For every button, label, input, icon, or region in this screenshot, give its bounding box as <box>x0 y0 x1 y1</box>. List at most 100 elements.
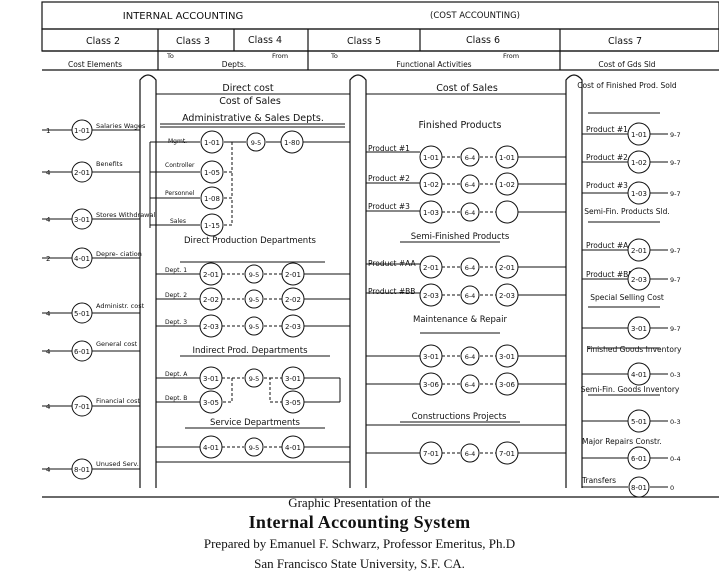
class7-label: Product #3 <box>586 181 628 190</box>
maintenance-rows: 3-01 6-4 3-01 3-06 6-4 3-06 <box>419 344 519 396</box>
cost-node <box>71 340 93 362</box>
class7-node <box>627 267 651 291</box>
product-mid-code: 6-4 <box>465 181 476 189</box>
direct-row-label: Dept. 2 <box>165 292 187 299</box>
service-right-node <box>281 435 305 459</box>
cost-element-name: General cost <box>96 340 138 348</box>
caption-line-1: Graphic Presentation of the <box>288 495 431 510</box>
direct-node <box>199 262 223 286</box>
admin-row-label: Mgmt. <box>168 138 187 145</box>
admin-node-code: 1-15 <box>204 222 220 230</box>
semi-product-label: Product #AA <box>368 259 416 268</box>
connector-lines <box>42 93 668 488</box>
maintenance-mid-code: 6-4 <box>465 353 476 361</box>
cost-element-financial: 4 7-01 Financial cost <box>46 395 140 417</box>
product-node-code: 1-01 <box>423 154 439 162</box>
sub-from-1: From <box>272 52 288 60</box>
indirect-node <box>199 366 223 390</box>
class-4-label: Class 4 <box>248 35 282 46</box>
label-admin-sales: Administrative & Sales Depts. <box>182 113 324 124</box>
cost-element-depreciation: 2 4-01 Depre- ciation <box>46 247 142 269</box>
class7-label: Product #BB <box>586 270 633 279</box>
cost-element-num: 4 <box>46 348 51 356</box>
cost-element-name: Benefits <box>96 160 123 168</box>
class7-transfers: Transfers <box>581 476 616 485</box>
class7-edge-code: 9-7 <box>670 325 681 333</box>
sub-cost-elements: Cost Elements <box>68 60 122 69</box>
product-mid-code: 6-4 <box>465 209 476 217</box>
semi-product-mid-node <box>460 285 480 305</box>
class7-edge-code: 9-7 <box>670 276 681 284</box>
caption-university: San Francisco State University, S.F. CA. <box>254 556 465 571</box>
maintenance-right-node <box>495 372 519 396</box>
construction-node <box>419 441 443 465</box>
product-node-code: 1-02 <box>423 181 439 189</box>
direct-rows: Dept. 1 2-01 9-5 2-01 Dept. 2 2-02 9-5 2… <box>165 262 305 338</box>
cost-element-num: 4 <box>46 169 51 177</box>
admin-node <box>200 160 224 184</box>
direct-node-code: 2-02 <box>203 296 219 304</box>
direct-right-code: 2-02 <box>285 296 301 304</box>
class7-node-code: 2-01 <box>631 247 647 255</box>
class7-edge-code: 0 <box>670 484 674 492</box>
direct-mid-code: 9-5 <box>249 323 260 331</box>
admin-node-code: 1-01 <box>204 139 220 147</box>
class7-node-code: 3-01 <box>631 325 647 333</box>
sub-from-2: From <box>503 52 519 60</box>
cost-element-num: 4 <box>46 216 51 224</box>
cost-node-code: 5-01 <box>74 310 90 318</box>
indirect-node-code: 3-05 <box>203 399 219 407</box>
label-indirect-production: Indirect Prod. Departments <box>192 346 308 356</box>
product-right-node <box>495 200 519 224</box>
cost-node <box>71 161 93 183</box>
construction-right-code: 7-01 <box>499 450 515 458</box>
cost-element-name: Unused Serv. <box>96 460 139 468</box>
class7-node-code: 1-03 <box>631 190 647 198</box>
class-5-label: Class 5 <box>347 36 381 47</box>
cost-element-name: Salaries Wages <box>96 122 146 130</box>
indirect-right-node <box>281 366 305 390</box>
service-right-code: 4-01 <box>285 444 301 452</box>
service-node-code: 4-01 <box>203 444 219 452</box>
direct-node <box>199 287 223 311</box>
product-node <box>419 200 443 224</box>
class7-edge-code: 0-3 <box>670 371 681 379</box>
admin-row-label: Personnel <box>165 190 195 197</box>
class7-node <box>627 181 651 205</box>
service-mid-node <box>244 437 264 457</box>
construction-mid-code: 6-4 <box>465 450 476 458</box>
admin-node-code: 1-08 <box>204 195 220 203</box>
cost-element-unused: 4 8-01 Unused Serv. <box>46 458 139 480</box>
direct-right-node <box>281 287 305 311</box>
direct-node-code: 2-03 <box>203 323 219 331</box>
class7-finished-goods: Finished Goods Inventory <box>587 345 683 354</box>
class7-node-code: 6-01 <box>631 455 647 463</box>
direct-right-code: 2-03 <box>285 323 301 331</box>
cost-node-code: 2-01 <box>74 169 90 177</box>
header-right-title: (COST ACCOUNTING) <box>430 11 520 21</box>
cost-node-code: 8-01 <box>74 466 90 474</box>
indirect-node <box>199 390 223 414</box>
label-semi-finished: Semi-Finished Products <box>411 232 510 242</box>
cost-element-num: 4 <box>46 466 51 474</box>
construction-row: 7-01 6-4 7-01 <box>419 441 519 465</box>
label-cost-of-sales-right: Cost of Sales <box>436 83 498 94</box>
admin-node <box>200 213 224 237</box>
class7-column: Cost of Finished Prod. Sold Product #1 1… <box>577 81 683 498</box>
direct-right-code: 2-01 <box>285 271 301 279</box>
class-7-label: Class 7 <box>608 36 642 47</box>
cost-element-administr: 4 5-01 Administr. cost <box>46 302 145 324</box>
header-frame <box>41 1 719 498</box>
direct-row-label: Dept. 1 <box>165 267 187 274</box>
sub-to-1: To <box>166 52 174 60</box>
class7-label: Product #2 <box>586 153 628 162</box>
admin-mid-node <box>246 132 266 152</box>
semi-product-mid-code: 6-4 <box>465 264 476 272</box>
admin-mid-code: 9-5 <box>251 139 262 147</box>
class7-major-repairs: Major Repairs Constr. <box>582 437 662 446</box>
indirect-mid-code: 9-5 <box>249 375 260 383</box>
class7-edge-code: 9-7 <box>670 190 681 198</box>
class7-node <box>627 446 651 470</box>
construction-right-node <box>495 441 519 465</box>
